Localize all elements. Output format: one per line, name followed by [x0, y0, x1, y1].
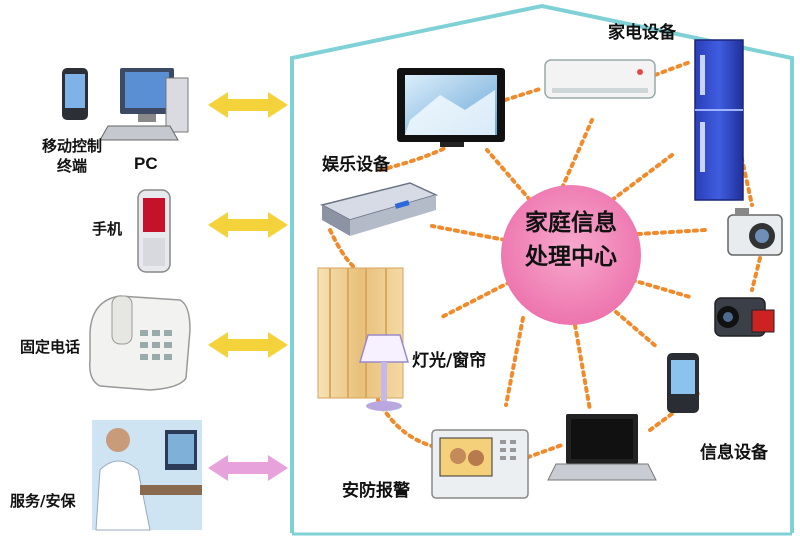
double-arrow-mobile [208, 92, 288, 118]
pda-icon [667, 353, 699, 413]
hub-label: 家庭信息 处理中心 [506, 206, 636, 274]
hub-label-line1: 家庭信息 [525, 209, 617, 236]
link-fridge [610, 153, 674, 202]
pc-icon [99, 68, 189, 141]
link-camcorder [630, 278, 692, 299]
lamp-icon [358, 334, 410, 411]
link-tv [485, 148, 532, 202]
set-top-box-icon [319, 182, 439, 236]
link-ac [560, 118, 594, 190]
link-camera [636, 228, 707, 236]
camcorder-icon [714, 297, 775, 337]
label-landline: 固定电话 [20, 338, 81, 356]
mobile-terminal-icon [62, 68, 88, 120]
flip-phone-icon [137, 189, 171, 273]
label-information: 信息设备 [700, 443, 768, 463]
link-laptop [573, 323, 592, 412]
label-mobile-control: 移动控制 终端 [42, 137, 103, 175]
link-intercom [504, 316, 525, 407]
air-conditioner-icon [544, 59, 656, 99]
double-arrow-phone [208, 212, 288, 238]
label-appliances: 家电设备 [608, 23, 676, 43]
label-entertainment: 娱乐设备 [322, 155, 390, 175]
label-security: 安防报警 [342, 481, 410, 501]
label-phone: 手机 [92, 220, 123, 238]
label-lighting: 灯光/窗帘 [412, 351, 487, 371]
link-stb [430, 224, 507, 242]
ring-top [503, 60, 692, 102]
camera-icon [727, 208, 783, 256]
hub-circle [501, 185, 641, 325]
landline-phone-icon [88, 295, 191, 391]
label-service: 服务/安保 [10, 492, 76, 510]
laptop-icon [547, 414, 657, 481]
double-arrow-landline [208, 332, 288, 358]
link-lamp [438, 280, 512, 320]
double-arrow-service [208, 455, 288, 481]
hub-label-line2: 处理中心 [525, 243, 617, 270]
service-security-photo [92, 420, 202, 531]
link-pda [614, 310, 660, 350]
refrigerator-icon [694, 39, 744, 201]
label-pc: PC [134, 154, 158, 173]
video-intercom-icon [431, 429, 529, 499]
curtain-icon [317, 267, 404, 399]
tv-icon [397, 68, 505, 147]
